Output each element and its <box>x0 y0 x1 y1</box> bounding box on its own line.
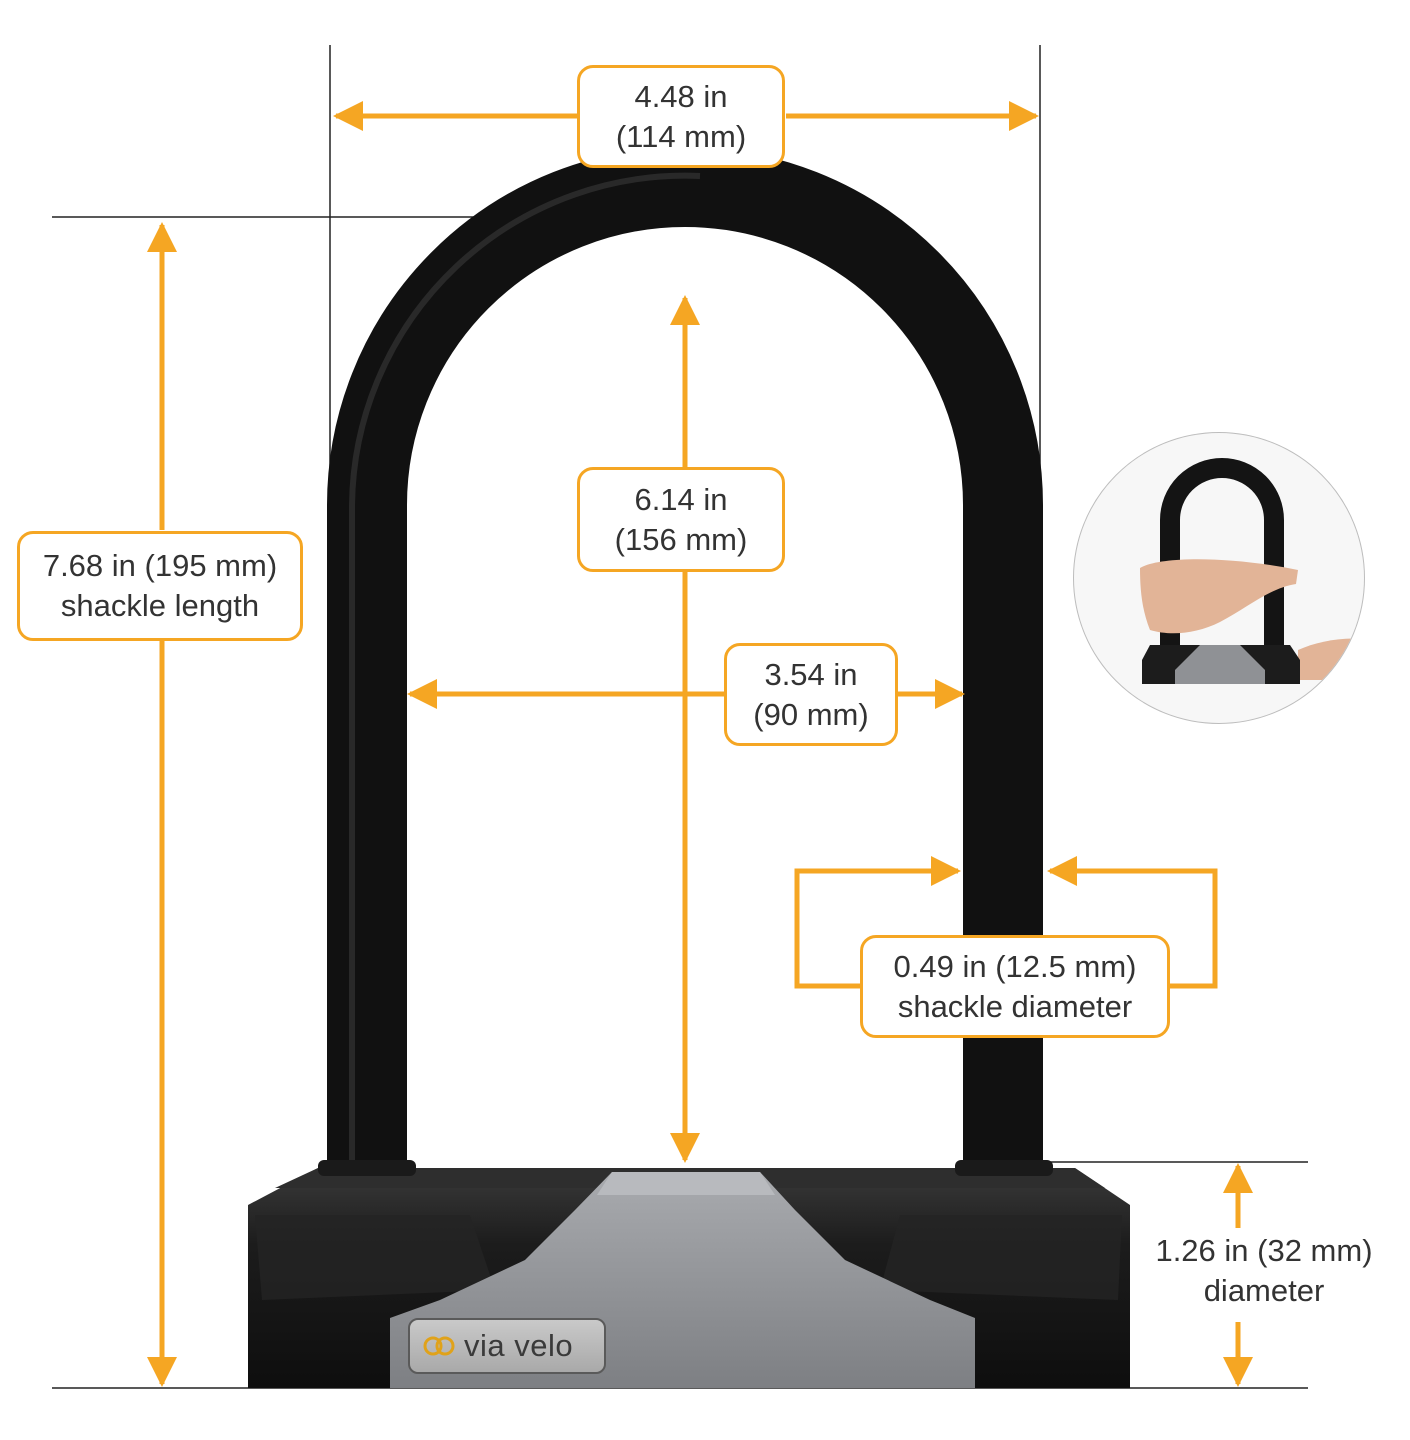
shackle-highlight <box>349 172 701 1170</box>
shackle-length-label: 7.68 in (195 mm) shackle length <box>17 531 303 641</box>
overall-width-imperial: 4.48 in <box>634 78 728 114</box>
inner-height-metric: (156 mm) <box>614 521 748 557</box>
inner-width-imperial: 3.54 in <box>764 656 858 692</box>
inset-photo <box>1073 432 1365 724</box>
brand-name: via velo <box>464 1328 574 1363</box>
brand-logo-icon <box>423 1336 455 1356</box>
body-diameter-value: 1.26 in (32 mm) <box>1155 1233 1373 1268</box>
inner-width-label: 3.54 in (90 mm) <box>724 643 898 746</box>
lock-body <box>248 1160 1130 1388</box>
shackle-diameter-caption: shackle diameter <box>897 988 1133 1024</box>
inset-shackle <box>1160 458 1284 650</box>
overall-width-metric: (114 mm) <box>615 118 747 154</box>
body-diameter-caption: diameter <box>1203 1273 1325 1308</box>
lock-plate-top <box>597 1172 775 1195</box>
inner-width-metric: (90 mm) <box>753 696 869 732</box>
shackle-diameter-value: 0.49 in (12.5 mm) <box>893 948 1137 984</box>
shackle-diameter-label: 0.49 in (12.5 mm) shackle diameter <box>860 935 1170 1038</box>
hand-holding-lock-icon <box>1140 559 1298 634</box>
body-facet-right <box>880 1215 1122 1300</box>
shackle-diameter-left-bracket <box>794 856 961 989</box>
brand-badge: via velo <box>408 1318 606 1374</box>
overall-width-label: 4.48 in (114 mm) <box>577 65 785 168</box>
shackle-diameter-right-bracket <box>1047 856 1218 989</box>
shackle <box>327 147 1043 1175</box>
inner-height-imperial: 6.14 in <box>634 481 728 517</box>
dimension-lines <box>147 101 1253 1387</box>
body-diameter-label: 1.26 in (32 mm) diameter <box>1135 1231 1393 1315</box>
shackle-length-value: 7.68 in (195 mm) <box>42 548 278 583</box>
body-facet-left <box>255 1215 495 1300</box>
shackle-length-caption: shackle length <box>60 588 260 623</box>
shackle-collar-right <box>955 1160 1053 1176</box>
shackle-collar-left <box>318 1160 416 1176</box>
inner-height-label: 6.14 in (156 mm) <box>577 467 785 572</box>
